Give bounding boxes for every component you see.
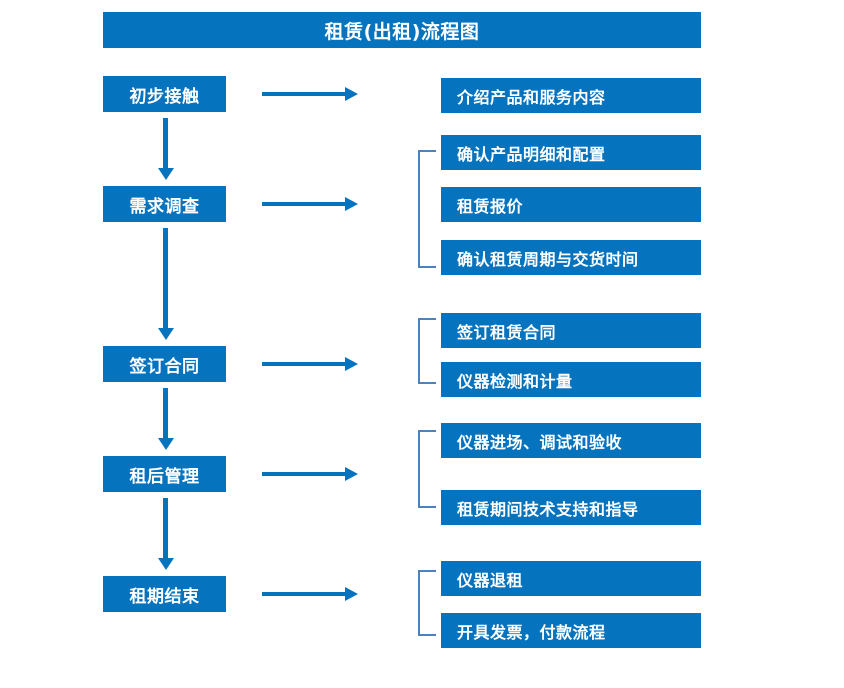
down-arrow-icon-1: [158, 118, 174, 180]
group-bracket-demand-survey: [418, 150, 436, 268]
right-arrow-icon-2: [262, 196, 358, 212]
stage-box-lease-end[interactable]: 租期结束: [103, 576, 226, 612]
detail-box-technical-support[interactable]: 租赁期间技术支持和指导: [441, 490, 701, 525]
detail-box-instrument-return[interactable]: 仪器退租: [441, 561, 701, 596]
down-arrow-icon-2: [158, 228, 174, 340]
page-title: 租赁(出租)流程图: [103, 12, 701, 48]
right-arrow-icon-3: [262, 356, 358, 372]
group-bracket-post-rental: [418, 430, 436, 508]
stage-box-sign-contract[interactable]: 签订合同: [103, 346, 226, 382]
detail-box-confirm-product-spec[interactable]: 确认产品明细和配置: [441, 135, 701, 170]
stage-box-initial-contact[interactable]: 初步接触: [103, 76, 226, 112]
detail-box-confirm-period-delivery[interactable]: 确认租赁周期与交货时间: [441, 240, 701, 275]
right-arrow-icon-4: [262, 466, 358, 482]
detail-box-invoice-payment[interactable]: 开具发票，付款流程: [441, 613, 701, 648]
stage-box-demand-survey[interactable]: 需求调查: [103, 186, 226, 222]
stage-box-post-rental-management[interactable]: 租后管理: [103, 456, 226, 492]
detail-box-intro-products-services[interactable]: 介绍产品和服务内容: [441, 78, 701, 113]
group-bracket-lease-end: [418, 570, 436, 636]
right-arrow-icon-5: [262, 586, 358, 602]
right-arrow-icon-1: [262, 86, 358, 102]
down-arrow-icon-4: [158, 498, 174, 570]
detail-box-rental-quotation[interactable]: 租赁报价: [441, 187, 701, 222]
detail-box-instrument-inspection[interactable]: 仪器检测和计量: [441, 362, 701, 397]
down-arrow-icon-3: [158, 388, 174, 450]
detail-box-sign-rental-contract[interactable]: 签订租赁合同: [441, 313, 701, 348]
detail-box-instrument-entry-commissioning[interactable]: 仪器进场、调试和验收: [441, 423, 701, 458]
group-bracket-sign-contract: [418, 318, 436, 384]
